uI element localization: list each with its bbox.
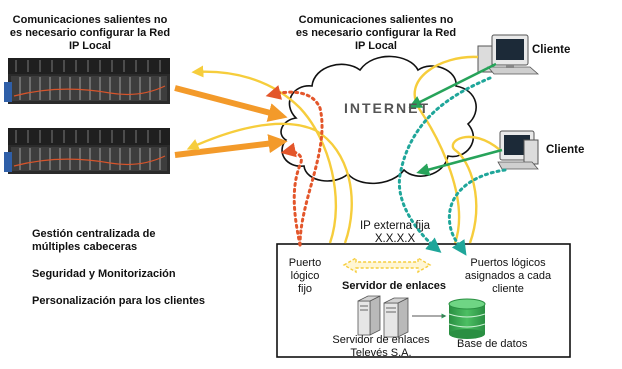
- client-label-2: Cliente: [546, 144, 585, 156]
- teal-dotted-link-top: [397, 76, 492, 253]
- database-icon: [448, 298, 486, 339]
- outbound-note-left: Comunicaciones salientes no es necesario…: [0, 14, 190, 53]
- feature-centralized-line-2: múltiples cabeceras: [32, 241, 138, 253]
- note-left-line-1: Comunicaciones salientes no: [12, 14, 168, 26]
- yellow-link-rack-bottom: [186, 122, 353, 244]
- internal-link-arrow: [342, 256, 432, 274]
- internet-cloud: [280, 55, 477, 185]
- headend-rack-bottom: [4, 128, 170, 174]
- headend-rack-top: [4, 58, 170, 104]
- internet-label: INTERNET: [344, 100, 430, 116]
- link-server-icon: [357, 295, 409, 338]
- red-dotted-link-bottom: [280, 142, 303, 247]
- features-list: Gestión centralizada de múltiples cabece…: [32, 228, 205, 308]
- yellow-link-rack-top: [191, 65, 337, 244]
- note-right-line-3: IP Local: [355, 40, 397, 52]
- client-label-1: Cliente: [532, 44, 571, 56]
- note-right-line-2: es necesario configurar la Red: [295, 27, 457, 39]
- fixed-port-label: Puerto lógico fijo: [283, 257, 327, 296]
- external-ip-title: IP externa fija: [359, 220, 431, 232]
- teal-dotted-link-bottom: [447, 168, 507, 256]
- external-ip-value: X.X.X.X: [374, 233, 416, 245]
- client-computer-bottom: [497, 130, 539, 170]
- televes-server-label: Servidor de enlaces Televés S.A.: [326, 334, 436, 360]
- assigned-ports-line-3: cliente: [492, 283, 524, 295]
- assigned-ports-label: Puertos lógicos asignados a cada cliente: [449, 257, 567, 296]
- assigned-ports-line-1: Puertos lógicos: [470, 257, 546, 269]
- database-label: Base de datos: [457, 338, 528, 350]
- fixed-port-line-3: fijo: [297, 283, 313, 295]
- yellow-link-client-bottom: [451, 135, 501, 244]
- link-server-title: Servidor de enlaces: [342, 280, 446, 292]
- outbound-note-right: Comunicaciones salientes no es necesario…: [276, 14, 476, 53]
- feature-security: Seguridad y Monitorización: [32, 268, 176, 280]
- feature-personalization: Personalización para los clientes: [32, 295, 206, 307]
- yellow-link-client-top: [413, 55, 479, 244]
- note-left-line-3: IP Local: [69, 40, 111, 52]
- fixed-port-line-2: lógico: [290, 270, 320, 282]
- client-arrow-bottom: [416, 148, 503, 176]
- televes-server-line-2: Televés S.A.: [350, 347, 412, 359]
- outbound-arrow-bottom: [174, 134, 288, 158]
- fixed-port-line-1: Puerto: [288, 257, 322, 269]
- external-ip-label: IP externa fija X.X.X.X: [355, 220, 435, 246]
- note-right-line-1: Comunicaciones salientes no: [298, 14, 454, 26]
- outbound-arrow-top: [174, 85, 288, 122]
- client-arrow-top: [408, 62, 497, 108]
- client-computer-top: [477, 34, 540, 75]
- note-left-line-2: es necesario configurar la Red: [9, 27, 171, 39]
- feature-centralized-line-1: Gestión centralizada de: [32, 228, 156, 240]
- assigned-ports-line-2: asignados a cada: [464, 270, 552, 282]
- televes-server-line-1: Servidor de enlaces: [332, 334, 430, 346]
